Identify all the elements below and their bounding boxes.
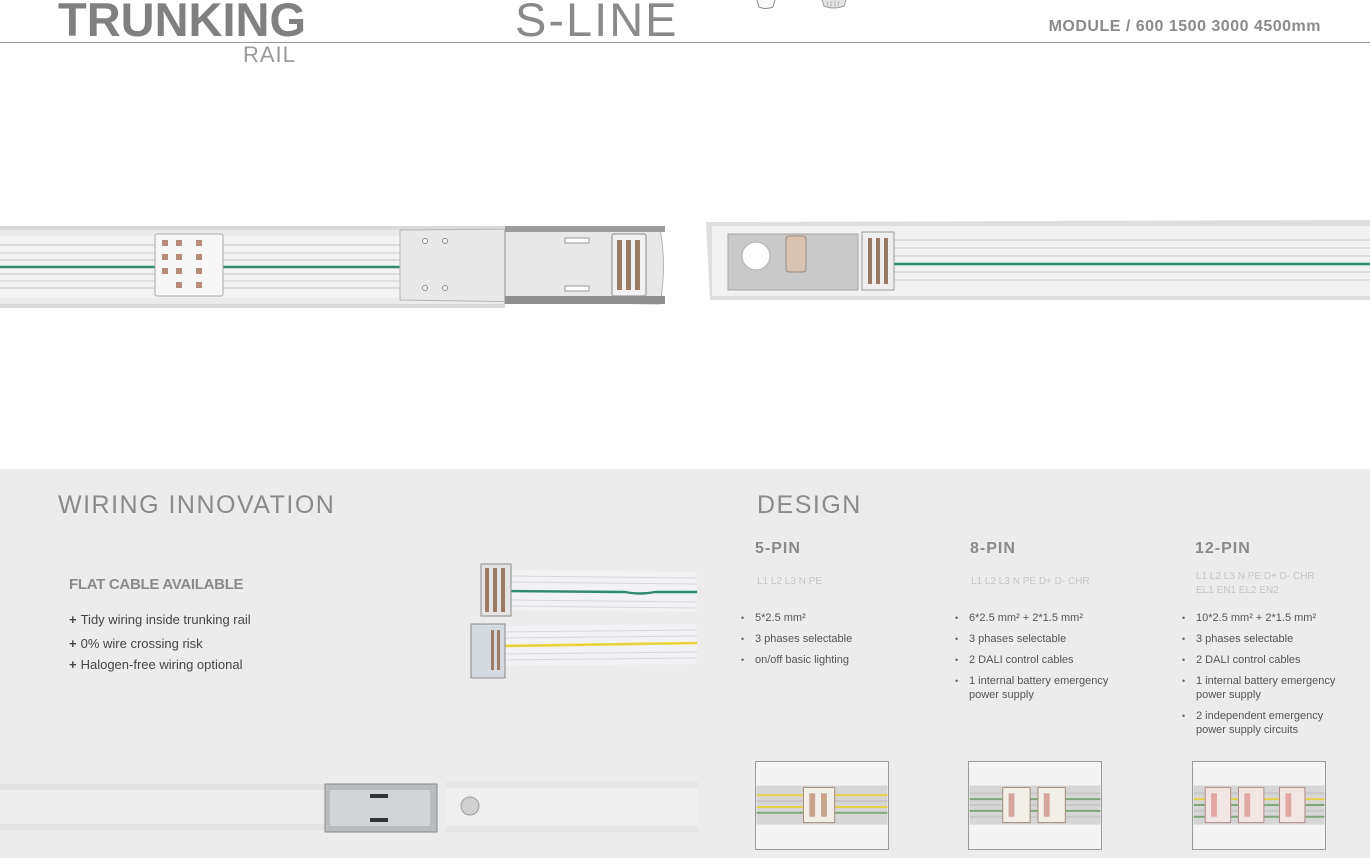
plus-icon: +: [69, 612, 77, 627]
plus-icon: +: [69, 657, 77, 672]
feature-item: +0% wire crossing risk: [69, 636, 203, 651]
louvre-lamp-icon: [821, 0, 847, 9]
pin-5-connector-image: [755, 761, 889, 850]
spec-item: on/off basic lighting: [741, 653, 925, 667]
spec-item: 3 phases selectable: [955, 632, 1114, 646]
flat-cable-heading: FLAT CABLE AVAILABLE: [69, 576, 244, 593]
wiring-section-title: WIRING INNOVATION: [58, 491, 336, 519]
module-lengths: MODULE / 600 1500 3000 4500mm: [1048, 18, 1321, 35]
pin-5-codes: L1 L2 L3 N PE: [757, 576, 823, 587]
left-rail-section: [0, 226, 665, 308]
right-rail-section: [706, 220, 1370, 300]
product-name: S-LINE: [515, 0, 679, 46]
pin-12-codes: L1 L2 L3 N PE D+ D- CHR EL1 EN1 EL2 EN2: [1196, 571, 1315, 596]
spec-item: 2 DALI control cables: [1182, 653, 1346, 667]
plus-icon: +: [69, 636, 77, 651]
bottom-rail-image: [0, 782, 698, 833]
feature-item: +Halogen-free wiring optional: [69, 657, 243, 672]
spec-item: 6*2.5 mm² + 2*1.5 mm²: [955, 611, 1114, 625]
feature-item: +Tidy wiring inside trunking rail: [69, 612, 251, 627]
brand-subtitle: RAIL: [243, 42, 296, 67]
pin-8-connector-image: [968, 761, 1102, 850]
pin-8-title: 8-PIN: [970, 540, 1016, 557]
spec-item: 2 independent emergency power supply cir…: [1182, 709, 1346, 737]
spec-item: 3 phases selectable: [1182, 632, 1346, 646]
pin-12-title: 12-PIN: [1195, 540, 1251, 557]
pin-8-codes: L1 L2 L3 N PE D+ D- CHR: [971, 576, 1090, 587]
spec-item: 10*2.5 mm² + 2*1.5 mm²: [1182, 611, 1346, 625]
spec-item: 1 internal battery emergency power suppl…: [1182, 674, 1346, 702]
pin-12-connector-image: [1192, 761, 1326, 850]
flat-cable-image: [470, 563, 698, 679]
design-section-title: DESIGN: [757, 491, 862, 519]
spec-item: 2 DALI control cables: [955, 653, 1114, 667]
yellow-flat-cable: [470, 623, 698, 679]
pin-5-specs: 5*2.5 mm² 3 phases selectable on/off bas…: [741, 611, 925, 674]
spec-item: 3 phases selectable: [741, 632, 925, 646]
header-divider: [0, 42, 1370, 43]
spec-item: 5*2.5 mm²: [741, 611, 925, 625]
pin-8-specs: 6*2.5 mm² + 2*1.5 mm² 3 phases selectabl…: [955, 611, 1114, 709]
spec-item: 1 internal battery emergency power suppl…: [955, 674, 1114, 702]
pin-5-title: 5-PIN: [755, 540, 801, 557]
brand-title: TRUNKING: [58, 0, 307, 46]
rail-product-illustration: [0, 220, 1370, 308]
lamp-icon: [756, 0, 776, 9]
pin-12-specs: 10*2.5 mm² + 2*1.5 mm² 3 phases selectab…: [1182, 611, 1346, 744]
green-flat-cable: [480, 563, 698, 617]
